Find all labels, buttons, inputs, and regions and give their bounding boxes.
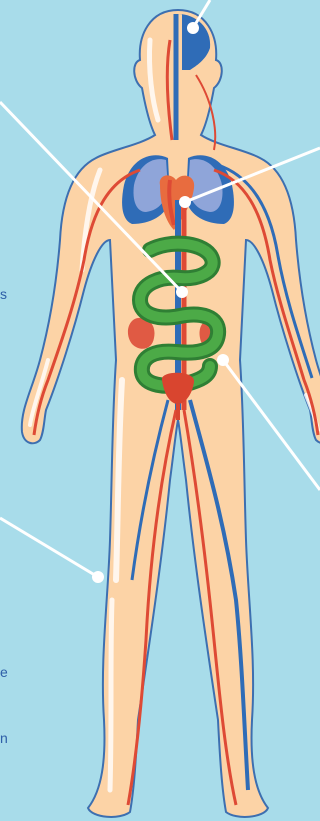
callout-line-leg [0,518,98,577]
edge-label-lower-2: n [0,730,8,746]
callout-dot-leg [92,571,104,583]
callout-dot-brain [187,22,199,34]
callout-dot-kidney [217,354,229,366]
callout-dot-heart [179,196,191,208]
edge-label-lower-1: e [0,664,8,680]
edge-label-upper: s [0,286,7,302]
callout-dot-intestines [176,286,188,298]
